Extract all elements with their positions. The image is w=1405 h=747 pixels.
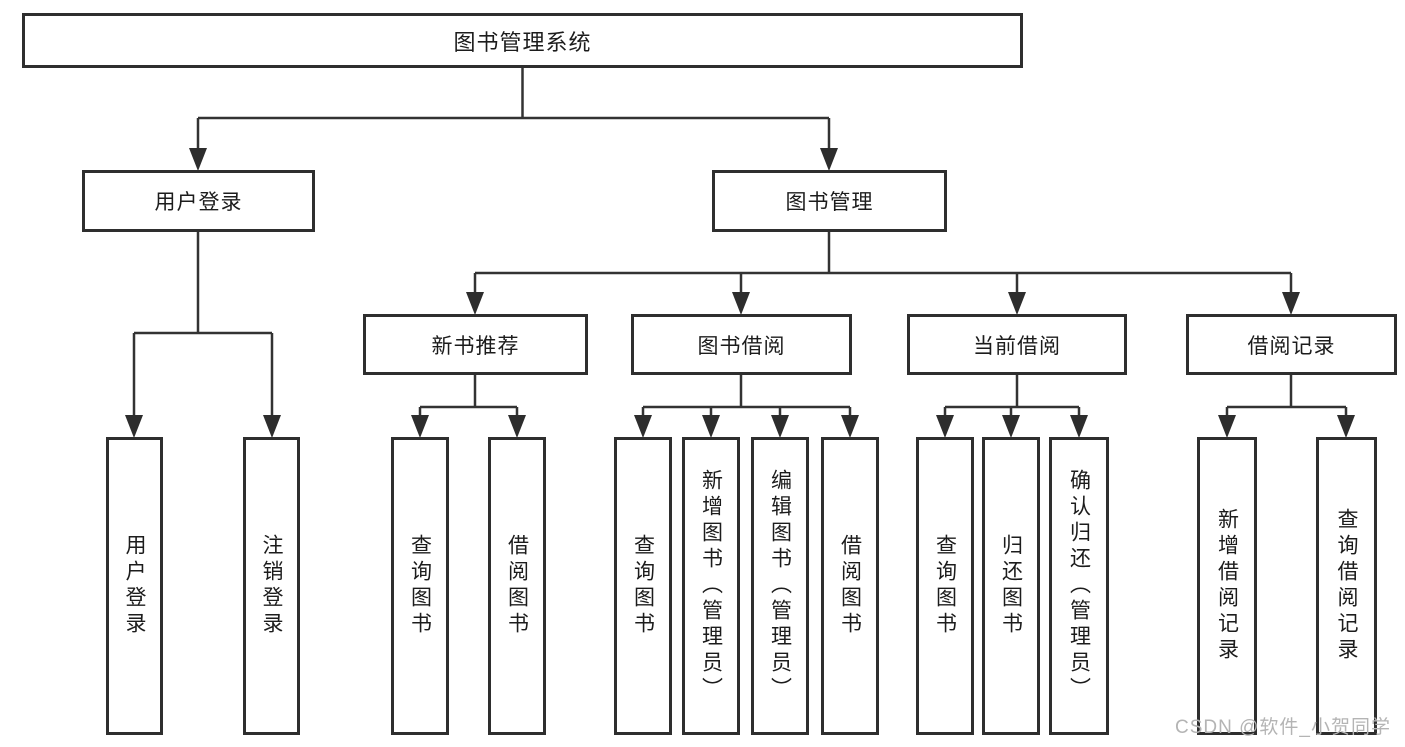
node-label: 借阅记录: [1247, 334, 1336, 358]
leaf-query-borrow-record: 查询借阅记录: [1316, 437, 1377, 735]
leaf-user-login: 用户登录: [106, 437, 163, 735]
node-label: 用户登录: [154, 191, 243, 214]
node-borrowing-records: 借阅记录: [1186, 314, 1397, 375]
leaf-query-book-recommend: 查询图书: [391, 437, 449, 735]
arrowhead-icon: [1008, 292, 1026, 315]
arrowhead-icon: [1002, 415, 1020, 438]
node-label: 用户登录: [123, 534, 146, 638]
leaf-query-book-borrowing: 查询图书: [614, 437, 672, 735]
node-label: 当前借阅: [973, 334, 1061, 358]
node-label: 确认归还（管理员）: [1067, 469, 1091, 703]
node-library-system: 图书管理系统: [22, 13, 1023, 68]
node-user-login: 用户登录: [82, 170, 315, 232]
node-new-book-recommendation: 新书推荐: [363, 314, 588, 375]
leaf-query-book-current: 查询图书: [916, 437, 974, 735]
arrowhead-icon: [411, 415, 429, 438]
arrowhead-icon: [841, 415, 859, 438]
leaf-add-book-admin: 新增图书（管理员）: [682, 437, 740, 735]
leaf-borrow-book-recommend: 借阅图书: [488, 437, 546, 735]
leaf-logout-login: 注销登录: [243, 437, 300, 735]
node-label: 查询图书: [408, 534, 432, 638]
arrowhead-icon: [771, 415, 789, 438]
arrowhead-icon: [936, 415, 954, 438]
leaf-add-borrow-record: 新增借阅记录: [1197, 437, 1257, 735]
node-label: 查询借阅记录: [1335, 508, 1358, 664]
leaf-return-book: 归还图书: [982, 437, 1040, 735]
arrowhead-icon: [1218, 415, 1236, 438]
node-label: 编辑图书（管理员）: [768, 469, 792, 703]
leaf-confirm-return-admin: 确认归还（管理员）: [1049, 437, 1109, 735]
node-label: 新增借阅记录: [1215, 508, 1239, 664]
node-label: 注销登录: [260, 534, 283, 638]
leaf-borrow-book-borrowing: 借阅图书: [821, 437, 879, 735]
node-label: 查询图书: [933, 534, 957, 638]
node-label: 借阅图书: [505, 534, 529, 638]
node-label: 查询图书: [631, 534, 655, 638]
csdn-watermark: CSDN @软件_小贺同学: [1175, 717, 1391, 738]
arrowhead-icon: [189, 148, 207, 171]
connector-lines: [132, 68, 1348, 416]
arrowhead-icon: [1282, 292, 1300, 315]
node-label: 图书管理系统: [453, 29, 592, 55]
leaf-edit-book-admin: 编辑图书（管理员）: [751, 437, 809, 735]
arrowhead-icon: [820, 148, 838, 171]
arrowhead-icon: [1337, 415, 1355, 438]
arrowhead-icon: [732, 292, 750, 315]
arrowhead-icon: [1070, 415, 1088, 438]
node-label: 借阅图书: [838, 534, 862, 638]
node-label: 新书推荐: [431, 334, 520, 358]
node-book-borrowing: 图书借阅: [631, 314, 852, 375]
arrowhead-icon: [634, 415, 652, 438]
arrowhead-icon: [508, 415, 526, 438]
node-current-borrowing: 当前借阅: [907, 314, 1127, 375]
arrowhead-icon: [125, 415, 143, 438]
arrowhead-icon: [263, 415, 281, 438]
arrowhead-icon: [466, 292, 484, 315]
node-book-management: 图书管理: [712, 170, 947, 232]
node-label: 归还图书: [999, 534, 1023, 638]
node-label: 图书借阅: [697, 334, 786, 358]
node-label: 新增图书（管理员）: [699, 469, 723, 703]
arrowhead-icon: [702, 415, 720, 438]
node-label: 图书管理: [785, 191, 874, 214]
